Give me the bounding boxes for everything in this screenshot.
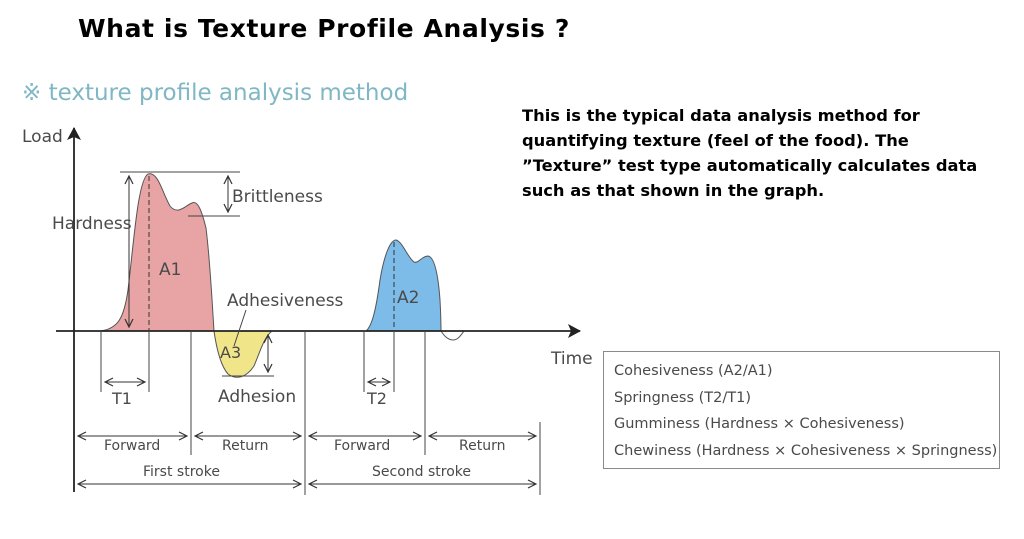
forward-1-label: Forward xyxy=(104,438,160,454)
return-1-label: Return xyxy=(222,438,268,454)
adhesiveness-label: Adhesiveness xyxy=(227,291,344,311)
a1-label: A1 xyxy=(159,260,181,280)
y-axis-label: Load xyxy=(22,127,63,147)
formula-springness: Springness (T2/T1) xyxy=(614,389,751,406)
second-stroke-label: Second stroke xyxy=(372,464,471,480)
return-2-label: Return xyxy=(459,438,505,454)
adhesion-label: Adhesion xyxy=(218,387,296,407)
adhesiveness-leader xyxy=(233,309,247,347)
x-axis-label: Time xyxy=(550,349,593,369)
diagram-subtitle: ※ texture profile analysis method xyxy=(22,80,409,106)
brittleness-label: Brittleness xyxy=(232,187,323,207)
formula-cohesiveness: Cohesiveness (A2/A1) xyxy=(614,363,773,379)
t1-label: T1 xyxy=(111,389,132,408)
a2-tail-curve xyxy=(440,330,465,341)
a2-area xyxy=(364,239,442,332)
a1-area xyxy=(99,173,215,332)
t2-label: T2 xyxy=(366,389,387,408)
first-stroke-label: First stroke xyxy=(143,464,220,480)
page-title: What is Texture Profile Analysis ? xyxy=(78,14,570,43)
formula-gumminess: Gumminess (Hardness × Cohesiveness) xyxy=(614,416,905,432)
a2-label: A2 xyxy=(397,288,419,308)
formula-chewiness: Chewiness (Hardness × Cohesiveness × Spr… xyxy=(614,442,998,459)
description-text: This is the typical data analysis method… xyxy=(522,106,978,200)
formula-box: Cohesiveness (A2/A1) Springness (T2/T1) … xyxy=(603,351,1000,469)
a3-label: A3 xyxy=(220,343,241,362)
hardness-label: Hardness xyxy=(52,214,132,234)
forward-2-label: Forward xyxy=(334,438,390,454)
